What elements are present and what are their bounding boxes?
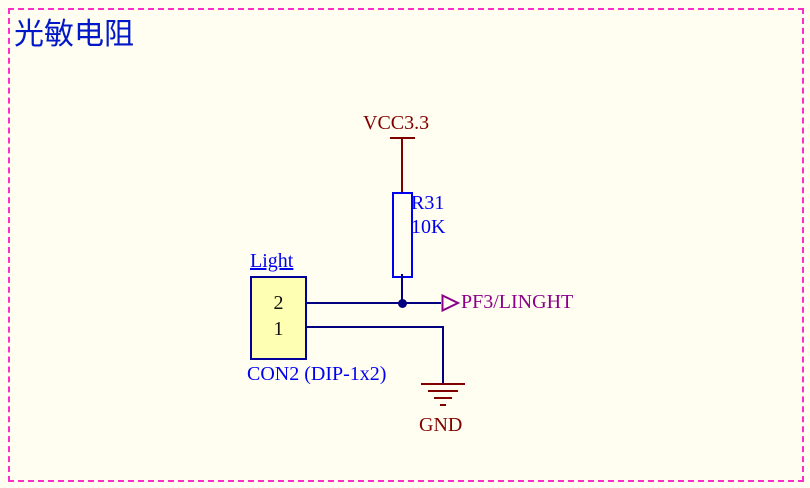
- port-arrow-icon: [441, 294, 461, 312]
- gnd-symbol-bar-1: [421, 383, 465, 385]
- wire-pin2-to-junction: [305, 302, 401, 304]
- connector-symbol: 2 1: [250, 276, 307, 360]
- wire-pin1-horizontal: [305, 326, 444, 328]
- resistor-value: 10K: [411, 216, 446, 238]
- connector-pin-2: 2: [273, 292, 284, 314]
- vcc-stub-wire: [401, 138, 403, 192]
- port-label: PF3/LINGHT: [461, 291, 574, 313]
- gnd-label: GND: [419, 414, 463, 436]
- connector-pin-1: 1: [273, 318, 284, 340]
- wire-to-ground-vertical: [442, 326, 444, 383]
- sheet-title: 光敏电阻: [14, 18, 134, 51]
- gnd-symbol-bar-4: [440, 404, 446, 406]
- gnd-symbol-bar-3: [434, 397, 452, 399]
- wire-junction-to-port: [403, 302, 441, 304]
- resistor-symbol: [392, 192, 413, 278]
- connector-designator: Light: [250, 250, 294, 272]
- resistor-designator: R31: [411, 192, 445, 214]
- wire-resistor-to-junction: [401, 274, 403, 304]
- vcc-label: VCC3.3: [363, 112, 430, 134]
- gnd-symbol-bar-2: [428, 390, 458, 392]
- connector-comment: CON2 (DIP-1x2): [247, 363, 387, 385]
- junction-dot: [398, 299, 407, 308]
